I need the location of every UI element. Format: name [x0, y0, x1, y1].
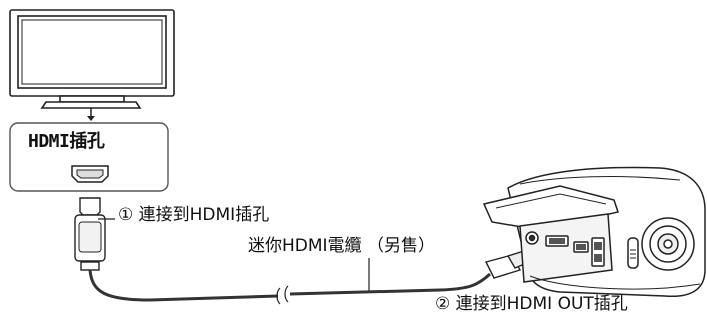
- cable-break-mark: [276, 285, 289, 305]
- cable-label: 迷你HDMI電纜 （另售）: [248, 236, 435, 256]
- mini-hdmi-cable: [88, 269, 492, 302]
- hdmi-jack-panel: [9, 122, 169, 192]
- hdmi-port-icon: [71, 165, 109, 183]
- step2-label: ② 連接到HDMI OUT插孔: [435, 294, 628, 314]
- step1-label: ① 連接到HDMI插孔: [118, 205, 270, 225]
- hdmi-jack-label: HDMI插孔: [28, 131, 105, 152]
- arrow-down-icon: [87, 108, 95, 121]
- action-camera-icon: [482, 166, 706, 298]
- hdmi-plug-icon: [74, 197, 106, 271]
- tv-icon: [9, 9, 175, 109]
